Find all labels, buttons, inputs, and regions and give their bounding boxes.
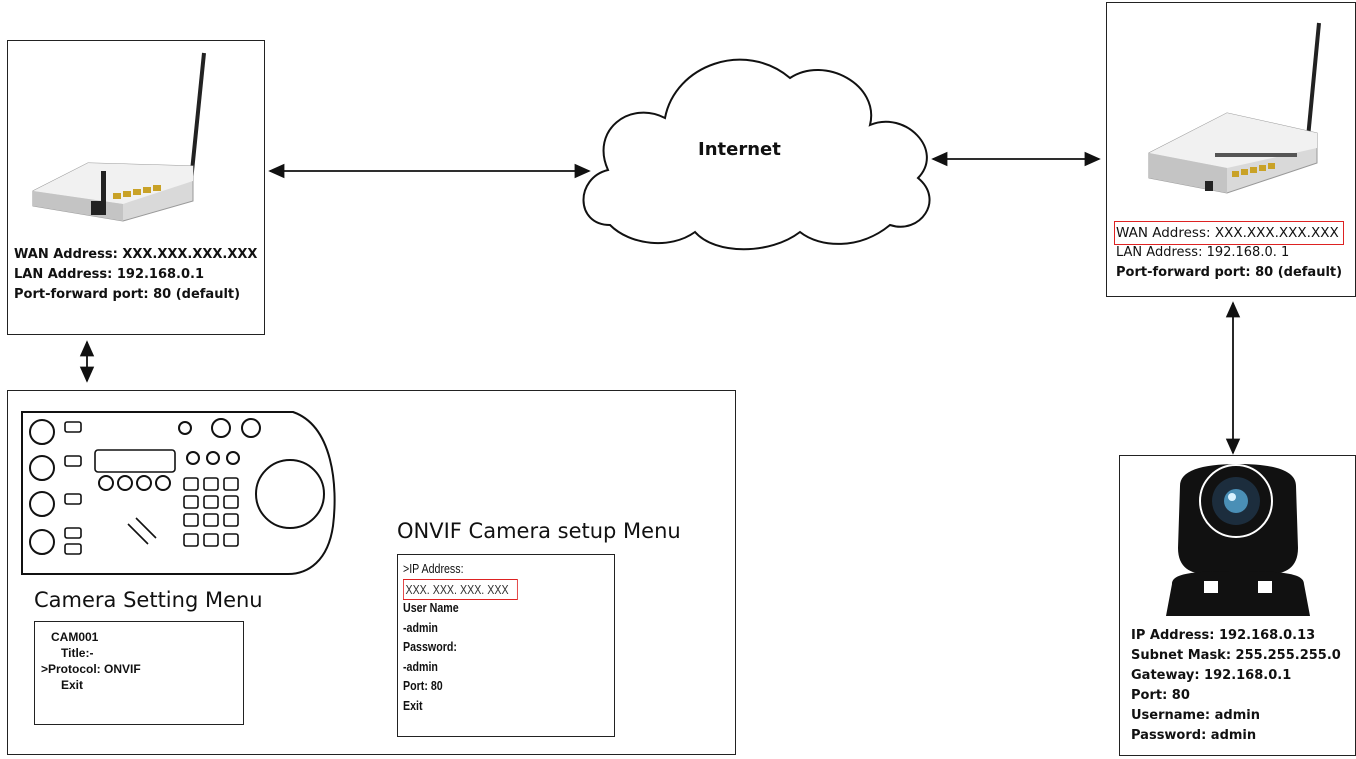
- left-router-info: WAN Address: XXX.XXX.XXX.XXX LAN Address…: [14, 245, 257, 305]
- cloud-icon: [582, 58, 931, 251]
- camera-gateway: Gateway: 192.168.0.1: [1131, 668, 1292, 683]
- camera-setting-menu-box: CAM001 Title:- >Protocol: ONVIF Exit: [34, 621, 244, 725]
- menu-item-cam: CAM001: [51, 630, 99, 644]
- right-router-lan: LAN Address: 192.168.0. 1: [1116, 245, 1290, 260]
- right-router-wan: WAN Address: XXX.XXX.XXX.XXX: [1113, 221, 1345, 245]
- camera-setting-menu-items: CAM001 Title:- >Protocol: ONVIF Exit: [41, 629, 141, 693]
- ptz-keyboard-icon: [21, 411, 336, 575]
- menu-item-exit: Exit: [61, 678, 84, 692]
- camera-info: IP Address: 192.168.0.13 Subnet Mask: 25…: [1131, 626, 1341, 746]
- menu-item-protocol: >Protocol: ONVIF: [41, 662, 141, 676]
- left-router-panel: WAN Address: XXX.XXX.XXX.XXX LAN Address…: [7, 40, 265, 335]
- keyboard-menu-panel: Camera Setting Menu CAM001 Title:- >Prot…: [7, 390, 736, 755]
- onvif-menu-box: >IP Address: XXX. XXX. XXX. XXX User Nam…: [397, 554, 615, 737]
- onvif-item-password-value: -admin: [403, 658, 438, 674]
- onvif-menu-items: >IP Address: XXX. XXX. XXX. XXX User Nam…: [403, 559, 518, 715]
- right-router-info: WAN Address: XXX.XXX.XXX.XXX LAN Address…: [1113, 221, 1345, 283]
- onvif-item-username: User Name: [403, 600, 459, 615]
- camera-ip: IP Address: 192.168.0.13: [1131, 628, 1316, 643]
- camera-setting-menu-title: Camera Setting Menu: [34, 588, 263, 612]
- onvif-item-username-value: -admin: [403, 619, 438, 635]
- camera-panel: IP Address: 192.168.0.13 Subnet Mask: 25…: [1119, 455, 1356, 756]
- left-router-port: Port-forward port: 80 (default): [14, 287, 241, 302]
- onvif-item-ip-label: >IP Address:: [403, 561, 464, 576]
- left-router-lan: LAN Address: 192.168.0.1: [14, 267, 205, 282]
- right-router-port: Port-forward port: 80 (default): [1116, 265, 1343, 280]
- menu-item-title: Title:-: [61, 646, 94, 660]
- router-icon: [32, 52, 206, 222]
- camera-port: Port: 80: [1131, 688, 1190, 703]
- onvif-item-exit: Exit: [403, 697, 423, 713]
- left-router-wan: WAN Address: XXX.XXX.XXX.XXX: [14, 247, 258, 262]
- ptz-camera-icon: [1166, 464, 1310, 616]
- camera-username: Username: admin: [1131, 708, 1260, 723]
- internet-label: Internet: [698, 139, 781, 160]
- right-router-panel: WAN Address: XXX.XXX.XXX.XXX LAN Address…: [1106, 2, 1356, 297]
- camera-password: Password: admin: [1131, 728, 1257, 743]
- onvif-item-password: Password:: [403, 639, 457, 654]
- router-icon: [1148, 22, 1321, 194]
- onvif-menu-title: ONVIF Camera setup Menu: [397, 519, 681, 543]
- camera-subnet: Subnet Mask: 255.255.255.0: [1131, 648, 1341, 663]
- onvif-item-port: Port: 80: [403, 678, 443, 693]
- onvif-item-ip-value: XXX. XXX. XXX. XXX: [403, 578, 518, 600]
